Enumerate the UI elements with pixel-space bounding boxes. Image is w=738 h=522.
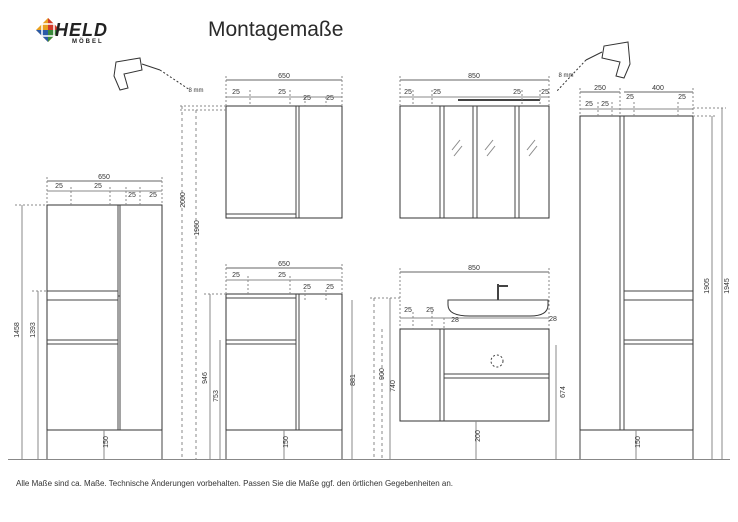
dim-waschtisch-d3: 28	[451, 317, 459, 324]
logo-diamond-icon	[36, 18, 60, 42]
dim-waschtisch-h1: 900	[379, 368, 386, 380]
dim-hochschrank-width: 650	[98, 174, 110, 181]
dim-oberschrank-d2: 25	[278, 89, 286, 96]
dim-oberschrank-gap: 8 mm	[189, 88, 204, 94]
held-logo	[36, 18, 126, 52]
dim-seitenschrank-d1: 25	[585, 101, 593, 108]
dim-hochschrank-floor: 150	[103, 436, 110, 448]
dim-oberschrank-d3: 25	[303, 95, 311, 102]
dim-seitenschrank-h2: 1945	[724, 278, 731, 294]
dim-seitenschrank-floor: 150	[635, 436, 642, 448]
dim-unterschrank-d3: 25	[303, 284, 311, 291]
dim-oberschrank-width: 650	[278, 73, 290, 80]
dim-spiegel-d3: 25	[513, 89, 521, 96]
dim-hochschrank-d1: 25	[55, 183, 63, 190]
dim-hochschrank-mid: 1393	[30, 322, 37, 338]
dim-seitenschrank-w1: 250	[594, 85, 606, 92]
dim-spiegel-gap: 8 mm	[559, 73, 574, 79]
dim-hochschrank-d4: 25	[149, 192, 157, 199]
dim-seitenschrank-d4: 25	[678, 94, 686, 101]
dim-spiegel-d2: 25	[433, 89, 441, 96]
dim-hochschrank-d3: 25	[128, 192, 136, 199]
dim-unterschrank-d4: 25	[326, 284, 334, 291]
dim-spiegel-d4: 25	[541, 89, 549, 96]
dim-unterschrank-d2: 25	[278, 272, 286, 279]
dim-waschtisch-width: 850	[468, 265, 480, 272]
floor-line	[8, 459, 730, 460]
tall-cabinet-right	[579, 88, 726, 459]
vanity-unit	[370, 268, 557, 459]
dim-hochschrank-total: 1458	[14, 322, 21, 338]
dim-waschtisch-floor: 200	[475, 430, 482, 442]
dim-oberschrank-h2: 1960	[194, 220, 201, 236]
wall-cabinet-top	[180, 76, 343, 459]
base-cabinet-middle	[204, 264, 353, 459]
dim-unterschrank-width: 650	[278, 261, 290, 268]
dim-oberschrank-d4: 25	[326, 95, 334, 102]
dim-unterschrank-h1: 946	[202, 372, 209, 384]
tall-cabinet-left	[15, 177, 163, 459]
page-title: Montagemaße	[208, 18, 344, 41]
dim-waschtisch-d2: 25	[426, 307, 434, 314]
dim-seitenschrank-w2: 400	[652, 85, 664, 92]
dim-waschtisch-h2: 740	[390, 380, 397, 392]
dim-unterschrank-h2: 753	[213, 390, 220, 402]
dim-seitenschrank-d2: 25	[601, 101, 609, 108]
brand-sub: MÖBEL	[72, 39, 104, 45]
dim-unterschrank-floor: 150	[283, 436, 290, 448]
dim-oberschrank-d1: 25	[232, 89, 240, 96]
dim-waschtisch-d4: 28	[549, 316, 557, 323]
dim-unterschrank-h3: 881	[350, 374, 357, 386]
dim-seitenschrank-h1: 1905	[704, 278, 711, 294]
dim-seitenschrank-d3: 25	[626, 94, 634, 101]
dim-waschtisch-h3: 674	[560, 386, 567, 398]
dim-spiegel-d1: 25	[404, 89, 412, 96]
dim-hochschrank-d2: 25	[94, 183, 102, 190]
footer-note: Alle Maße sind ca. Maße. Technische Ände…	[16, 479, 454, 488]
dim-oberschrank-h1: 2000	[180, 192, 187, 208]
dim-waschtisch-d1: 25	[404, 307, 412, 314]
drill-icon-right	[555, 41, 631, 93]
brand-name: HELD	[55, 20, 108, 40]
mirror-cabinet	[399, 76, 550, 219]
dim-spiegel-width: 850	[468, 73, 480, 80]
dim-unterschrank-d1: 25	[232, 272, 240, 279]
drill-icon-left	[113, 57, 191, 91]
